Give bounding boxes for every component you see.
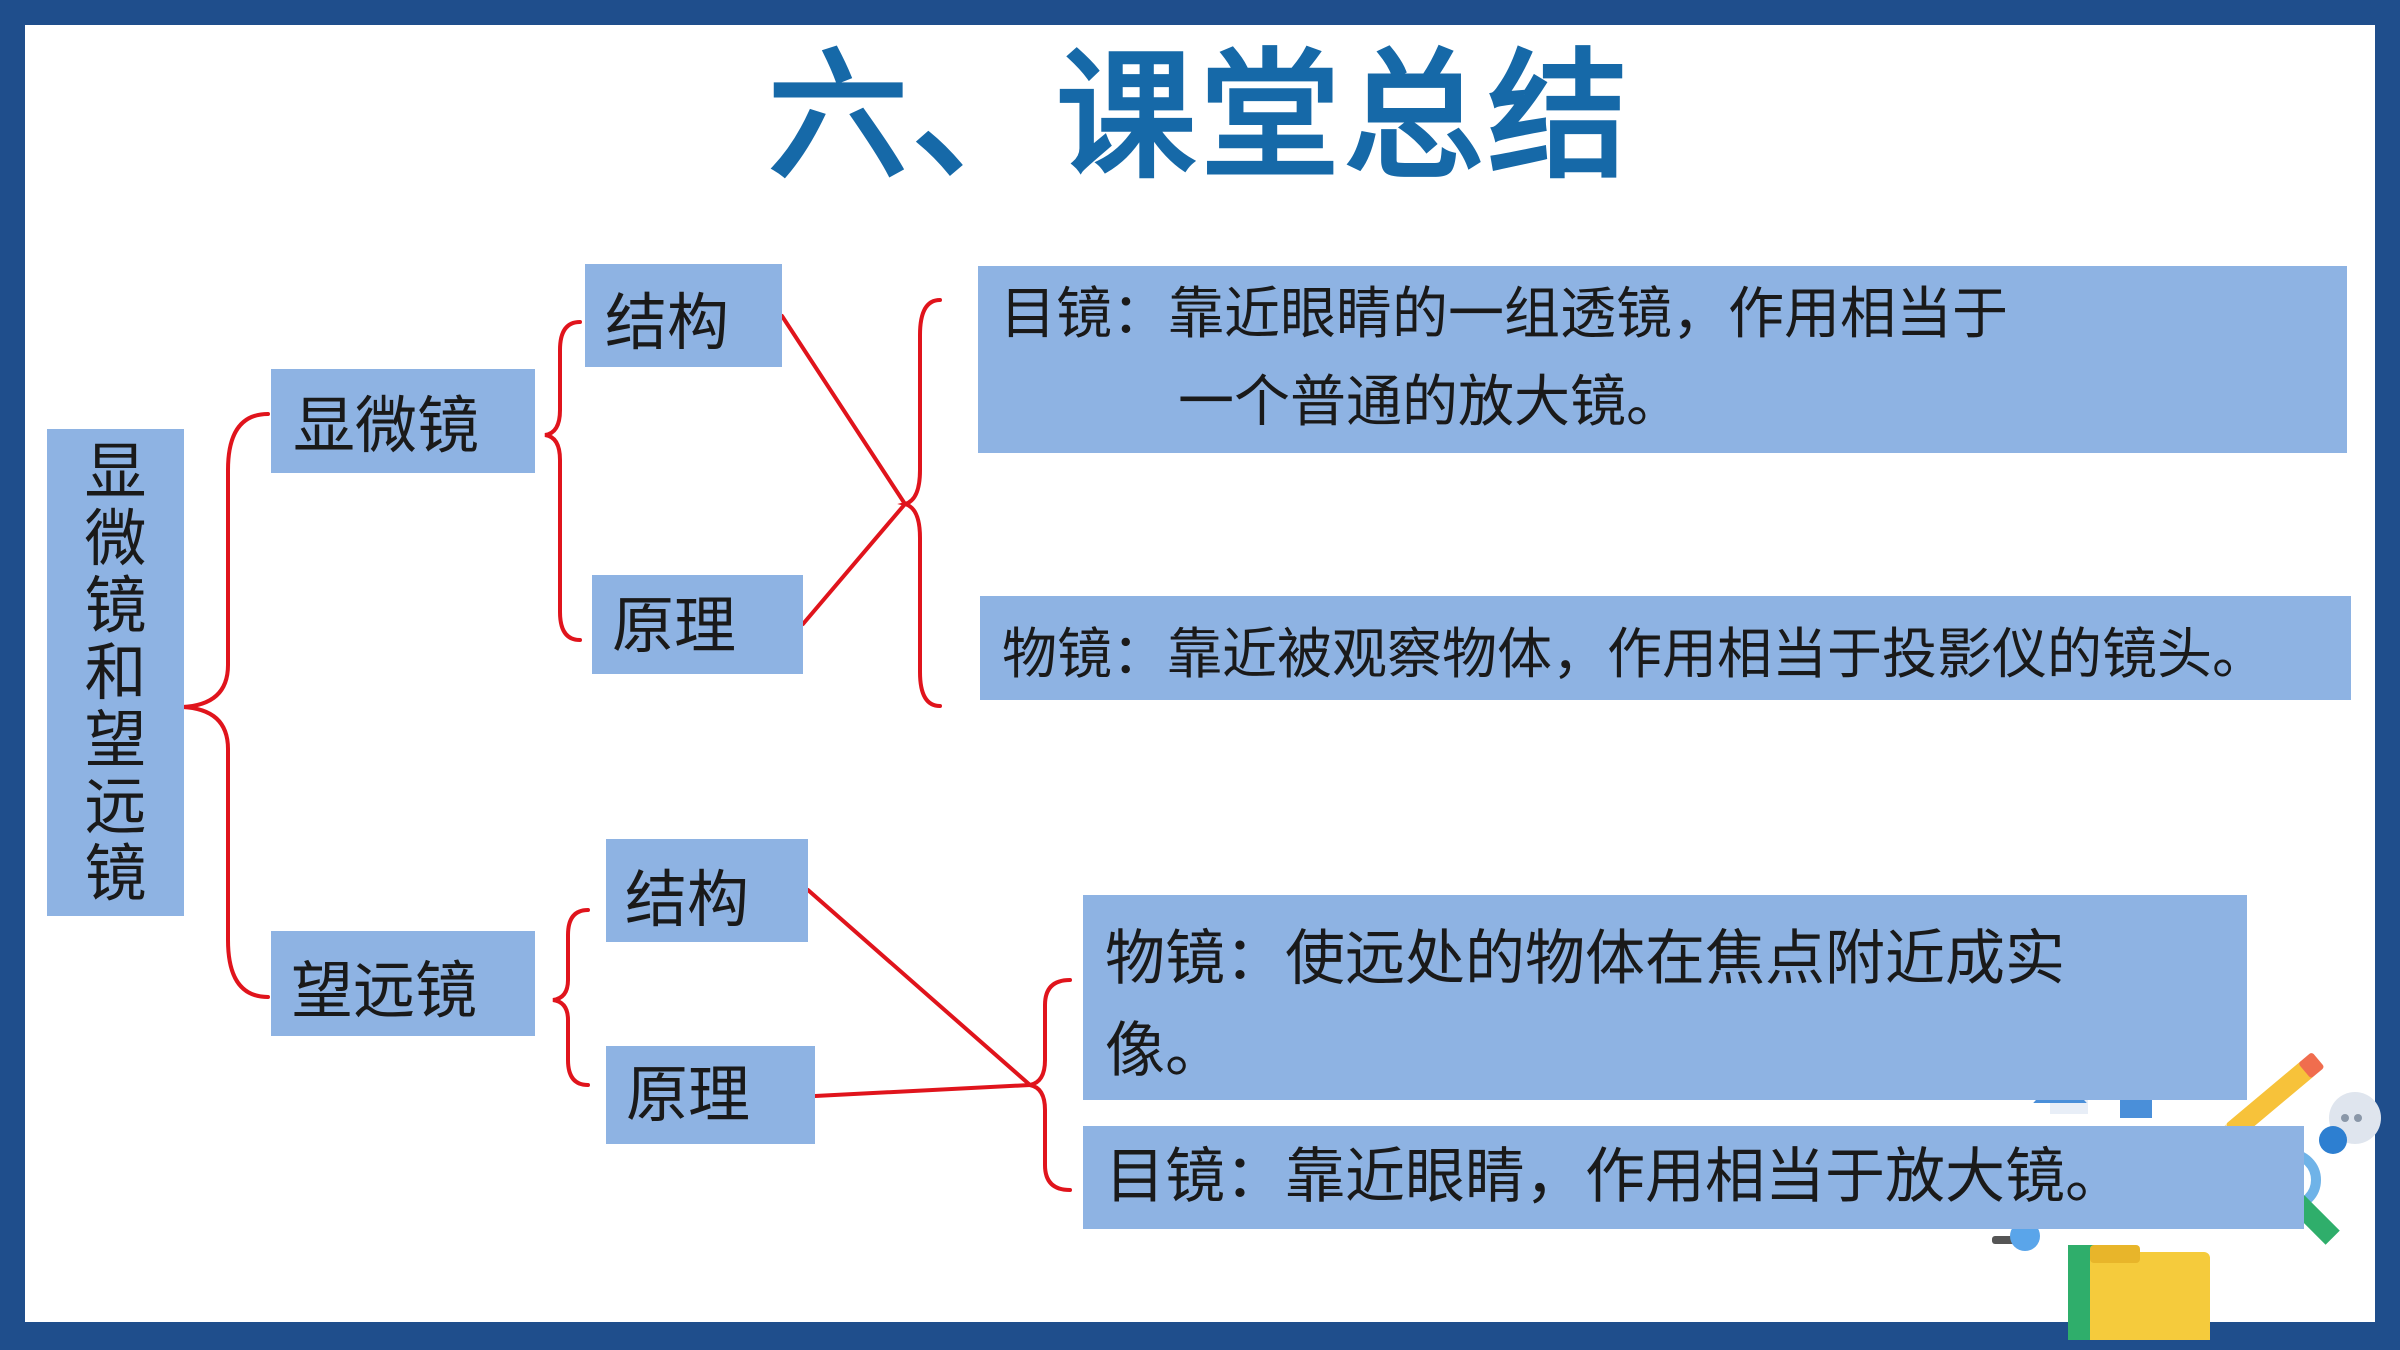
microscope-desc-brace [897,298,942,708]
tel-structure-link [806,888,1032,1087]
microscope-brace [544,320,582,642]
microscope-principle-box: 原理 [592,575,803,674]
mic-structure-link [780,314,907,506]
microscope-principle-label: 原理 [612,589,737,662]
telescope-structure-label: 结构 [625,863,750,936]
telescope-brace [552,908,590,1087]
telescope-principle-label: 原理 [626,1058,751,1131]
microscope-objective-box: 物镜：靠近被观察物体，作用相当于投影仪的镜头。 [980,596,2351,700]
microscope-structure-box: 结构 [585,264,782,367]
microscope-eyepiece-line2: 一个普通的放大镜。 [1178,370,1682,435]
root-label: 显微镜和望远镜 [84,435,147,910]
tel-principle-link [813,1083,1032,1098]
root-brace [181,412,270,999]
telescope-box: 望远镜 [271,931,535,1036]
telescope-objective-line1: 物镜：使远处的物体在焦点附近成实 [1105,924,2065,994]
mic-principle-link [801,502,907,626]
frame-bottom [0,1322,2400,1350]
microscope-eyepiece-box: 目镜：靠近眼睛的一组透镜，作用相当于 一个普通的放大镜。 [978,266,2347,453]
microscope-objective-text: 物镜：靠近被观察物体，作用相当于投影仪的镜头。 [1002,622,2268,686]
telescope-objective-box: 物镜：使远处的物体在焦点附近成实 像。 [1083,895,2247,1100]
telescope-objective-line2: 像。 [1105,1016,1225,1086]
telescope-eyepiece-box: 目镜：靠近眼睛，作用相当于放大镜。 [1083,1126,2304,1229]
root-box: 显微镜和望远镜 [47,429,184,916]
telescope-eyepiece-text: 目镜：靠近眼睛，作用相当于放大镜。 [1105,1142,2125,1212]
telescope-label: 望远镜 [291,954,478,1027]
telescope-principle-box: 原理 [606,1046,815,1144]
telescope-structure-box: 结构 [606,839,808,942]
microscope-label: 显微镜 [293,389,480,462]
frame-left [0,0,25,1350]
frame-top [0,0,2400,25]
slide-title: 六、课堂总结 [767,36,1632,199]
telescope-desc-brace [1029,978,1072,1192]
microscope-box: 显微镜 [271,369,535,473]
microscope-eyepiece-line1: 目镜：靠近眼睛的一组透镜，作用相当于 [1000,282,2008,347]
microscope-structure-label: 结构 [605,286,730,359]
